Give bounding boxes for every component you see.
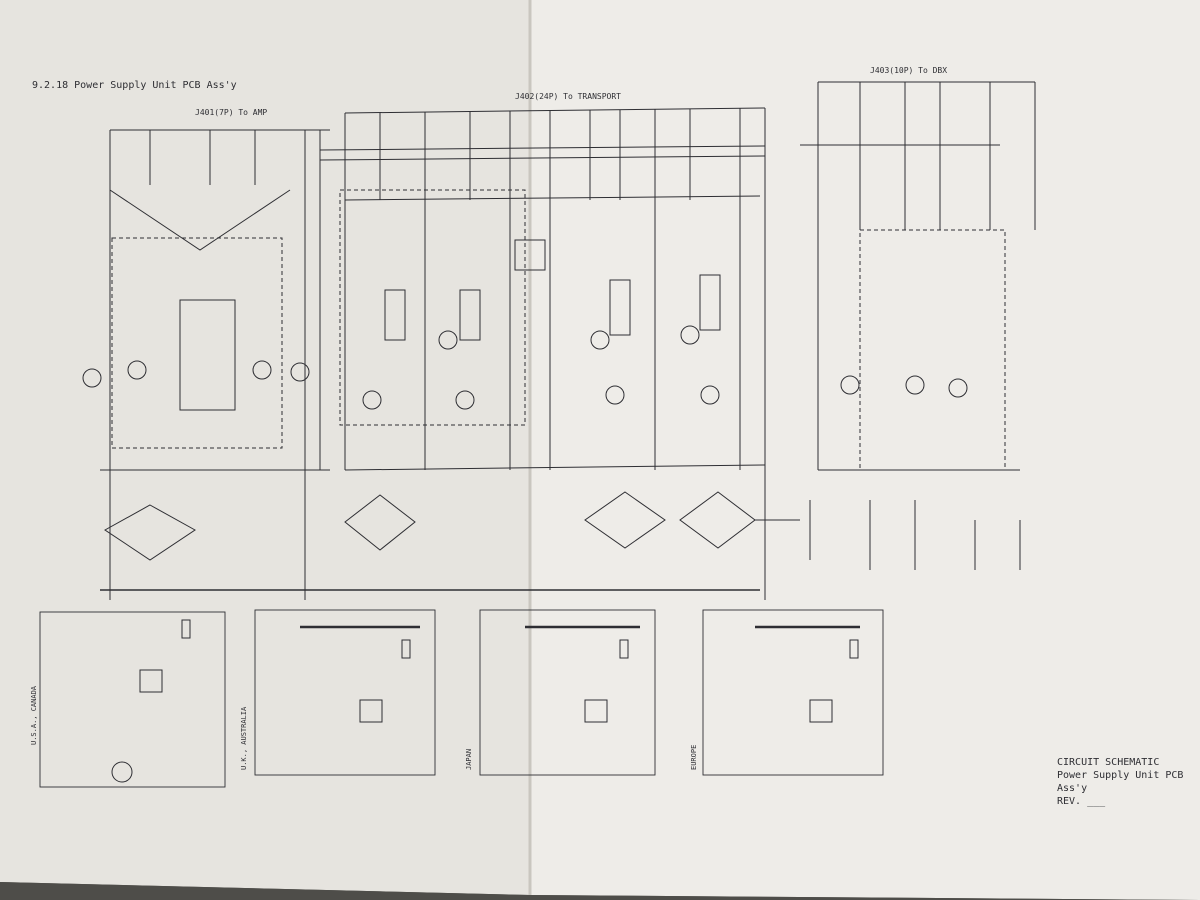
- feeder-lines: [109, 82, 1036, 600]
- regulator-7815m: [384, 289, 406, 341]
- bus-lines: [100, 144, 1020, 591]
- left-page: [0, 0, 530, 895]
- regulator-7815m-2: [459, 289, 481, 341]
- supply-triangle: [109, 189, 291, 251]
- right-page: [530, 0, 1200, 900]
- region-europe-label: EUROPE: [690, 744, 698, 770]
- regulator-u3: [514, 239, 546, 271]
- regional-boxes: [39, 609, 884, 788]
- j402-rail: [344, 107, 766, 114]
- title-block-line1: CIRCUIT SCHEMATIC: [1057, 757, 1160, 768]
- reg-pcb-assy-b-outline: [339, 189, 526, 426]
- section-title: 9.2.18 Power Supply Unit PCB Ass'y: [32, 80, 237, 91]
- connector-j401-label: J401(7P) To AMP: [195, 108, 268, 117]
- region-uk-australia-label: U.K., AUSTRALIA: [240, 706, 248, 770]
- title-block-line2: Power Supply Unit PCB: [1057, 770, 1184, 781]
- title-block-rev: REV. ___: [1057, 796, 1106, 807]
- region-japan-label: JAPAN: [465, 748, 473, 770]
- ic-mc1468: [179, 299, 236, 411]
- fuse-markers: [755, 500, 1021, 570]
- connector-j403-label: J403(10P) To DBX: [870, 66, 948, 75]
- reg-pcb-assy-a-outline: [111, 237, 283, 449]
- title-block: CIRCUIT SCHEMATIC Power Supply Unit PCB …: [1057, 756, 1197, 808]
- regulator-7924m: [609, 279, 631, 336]
- region-usa-canada-label: U.S.A., CANADA: [30, 685, 38, 745]
- schematic-drawing: [39, 81, 1036, 788]
- regulator-7808m: [699, 274, 721, 331]
- transistors: [82, 325, 968, 410]
- regional-components: [111, 619, 859, 783]
- dbx-pwr-supply-outline: [859, 229, 1006, 471]
- title-block-line3: Ass'y: [1057, 783, 1088, 794]
- connector-j402-label: J402(24P) To TRANSPORT: [515, 92, 621, 101]
- bridge-rectifiers: [104, 491, 756, 561]
- table-edge: [0, 882, 1200, 900]
